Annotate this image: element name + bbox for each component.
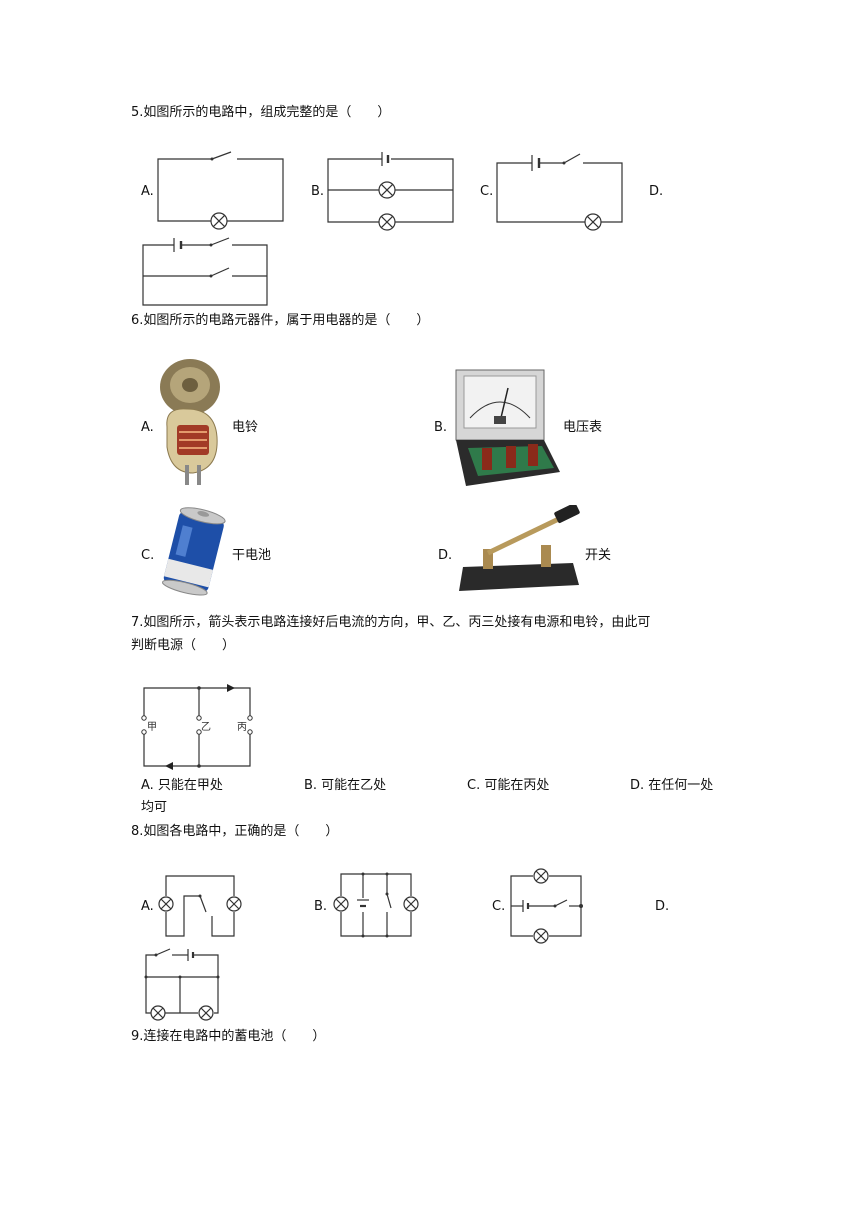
q7-label-bing: 丙 bbox=[237, 722, 247, 733]
q6-option-d-letter[interactable]: D. bbox=[438, 548, 453, 563]
q6-option-b-name: 电压表 bbox=[563, 420, 603, 435]
q7-stem-line2: 判断电源（ ） bbox=[131, 638, 236, 653]
q6-option-c-letter[interactable]: C. bbox=[141, 548, 155, 563]
q5-option-d-label[interactable]: D. bbox=[649, 184, 664, 199]
q7-option-d-continued: 均可 bbox=[141, 800, 168, 815]
electric-bell-image bbox=[160, 359, 220, 485]
q8-stem: 8.如图各电路中，正确的是（ ） bbox=[131, 824, 339, 839]
q7-stem-line1: 7.如图所示，箭头表示电路连接好后电流的方向，甲、乙、丙三处接有电源和电铃，由此… bbox=[131, 615, 651, 630]
q5-option-b-label[interactable]: B. bbox=[311, 184, 325, 199]
q8-circuit-b bbox=[333, 872, 419, 938]
q7-option-b[interactable]: B. 可能在乙处 bbox=[304, 778, 387, 793]
q9-stem: 9.连接在电路中的蓄电池（ ） bbox=[131, 1029, 326, 1044]
q6-option-a-letter[interactable]: A. bbox=[141, 420, 154, 435]
q6-option-a-name: 电铃 bbox=[232, 420, 259, 435]
q6-option-d-name: 开关 bbox=[585, 548, 612, 563]
q6-option-c-name: 干电池 bbox=[232, 548, 272, 563]
q6-option-b-letter[interactable]: B. bbox=[434, 420, 448, 435]
q5-circuit-a bbox=[157, 151, 284, 230]
q7-option-c[interactable]: C. 可能在丙处 bbox=[467, 778, 550, 793]
q7-label-yi: 乙 bbox=[201, 721, 211, 733]
q5-option-c-label[interactable]: C. bbox=[480, 184, 494, 199]
q8-circuit-d bbox=[144, 948, 220, 1021]
q6-stem: 6.如图所示的电路元器件，属于用电器的是（ ） bbox=[131, 313, 430, 328]
dry-battery-image bbox=[161, 507, 226, 596]
q8-circuit-c bbox=[510, 868, 583, 944]
voltmeter-image bbox=[455, 369, 560, 486]
q7-circuit: 甲 乙 丙 bbox=[141, 684, 253, 770]
q5-stem: 5.如图所示的电路中，组成完整的是（ ） bbox=[131, 105, 391, 120]
q8-option-b-label[interactable]: B. bbox=[314, 899, 328, 914]
q8-option-d-label[interactable]: D. bbox=[655, 899, 670, 914]
q5-circuit-c bbox=[496, 153, 623, 231]
q5-option-a-label[interactable]: A. bbox=[141, 184, 154, 199]
q5-circuit-b bbox=[327, 152, 454, 231]
q8-option-a-label[interactable]: A. bbox=[141, 899, 154, 914]
q7-option-d[interactable]: D. 在任何一处 bbox=[630, 778, 714, 793]
q7-option-a[interactable]: A. 只能在甲处 bbox=[141, 778, 223, 793]
q5-circuit-d bbox=[142, 237, 268, 306]
q8-option-c-label[interactable]: C. bbox=[492, 899, 506, 914]
q7-label-jia: 甲 bbox=[147, 722, 157, 733]
q8-circuit-a bbox=[158, 875, 242, 937]
knife-switch-image bbox=[459, 505, 580, 591]
